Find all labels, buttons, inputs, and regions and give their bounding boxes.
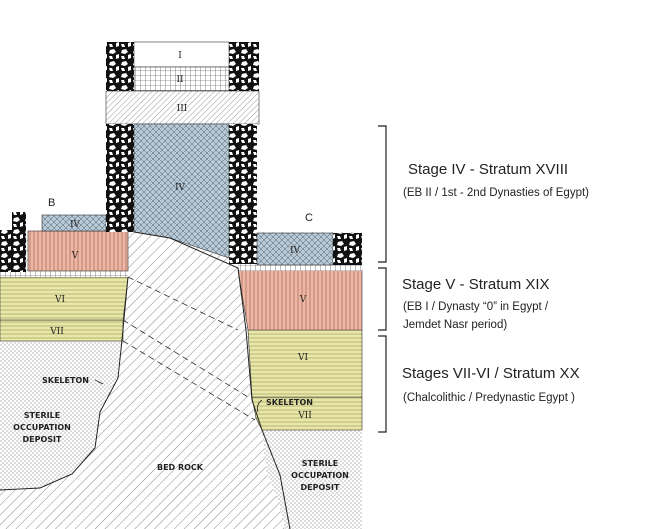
stage-v-sub-2: Jemdet Nasr period) [403,319,507,331]
projection-lines [122,276,256,421]
layer-label-iii: III [177,104,188,114]
layer-label-vii-left: VII [49,327,64,337]
stages-vii-vi-title: Stages VII-VI / Stratum XX [402,365,580,382]
stage-iv-sub: (EB II / 1st - 2nd Dynasties of Egypt) [403,187,589,199]
bracket-stage-iv [378,125,387,263]
sterile-label-left-3: DEPOSIT [23,435,63,444]
right-stratum-gap [238,264,362,271]
section-letter-b: B [48,197,55,209]
layer-label-vi-right: VI [297,353,308,363]
layer-label-iv-center: IV [175,183,186,193]
left-rock-outline [0,276,129,491]
layer-label-v-left: V [71,251,79,261]
sterile-label-left-2: OCCUPATION [13,423,71,432]
left-wall-b [12,212,26,272]
stage-iv-title: Stage IV - Stratum XVIII [408,161,568,178]
left-wall-outer [0,230,12,272]
sterile-label-right-1: STERILE [302,459,338,468]
bed-rock-label: BED ROCK [157,463,204,472]
section-letter-c: C [305,212,313,224]
right-stratum-vi [247,329,363,398]
right-wall-c [333,233,362,265]
layer-label-iv-left: IV [70,220,81,230]
stage-brackets [378,125,387,433]
left-stratum-gap [0,270,128,277]
layer-label-i: I [178,51,182,61]
center-wall-top-left [106,42,134,91]
sterile-label-right-3: DEPOSIT [301,483,341,492]
stages-vii-vi-sub: (Chalcolithic / Predynastic Egypt ) [403,392,575,404]
skeleton-label-right: SKELETON [266,398,313,407]
skeleton-pointer-right [257,399,263,413]
layer-label-iv-right: IV [290,246,301,256]
bracket-stage-v [378,267,387,331]
skeleton-pointer-left [94,379,104,385]
center-stratum-iii [105,90,260,125]
stage-v-title: Stage V - Stratum XIX [402,276,550,293]
layer-label-v-right: V [299,295,307,305]
layer-label-vii-right: VII [297,411,312,421]
left-sterile-deposit [0,340,122,490]
bedrock-outline [133,231,291,529]
sterile-label-right-2: OCCUPATION [291,471,349,480]
center-wall-top-right [229,42,259,91]
sterile-label-left-1: STERILE [24,411,60,420]
right-sterile-deposit [262,428,362,529]
skeleton-label-left: SKELETON [42,376,89,385]
center-wall-right [229,124,257,264]
center-wall-left [106,124,134,232]
right-stratum-iv [256,232,334,266]
layer-label-ii: II [176,75,184,85]
layer-label-vi-left: VI [54,295,65,305]
stage-v-sub-1: (EB I / Dynasty “0” in Egypt / [403,301,549,313]
bracket-stages-vii-vi [378,335,387,433]
